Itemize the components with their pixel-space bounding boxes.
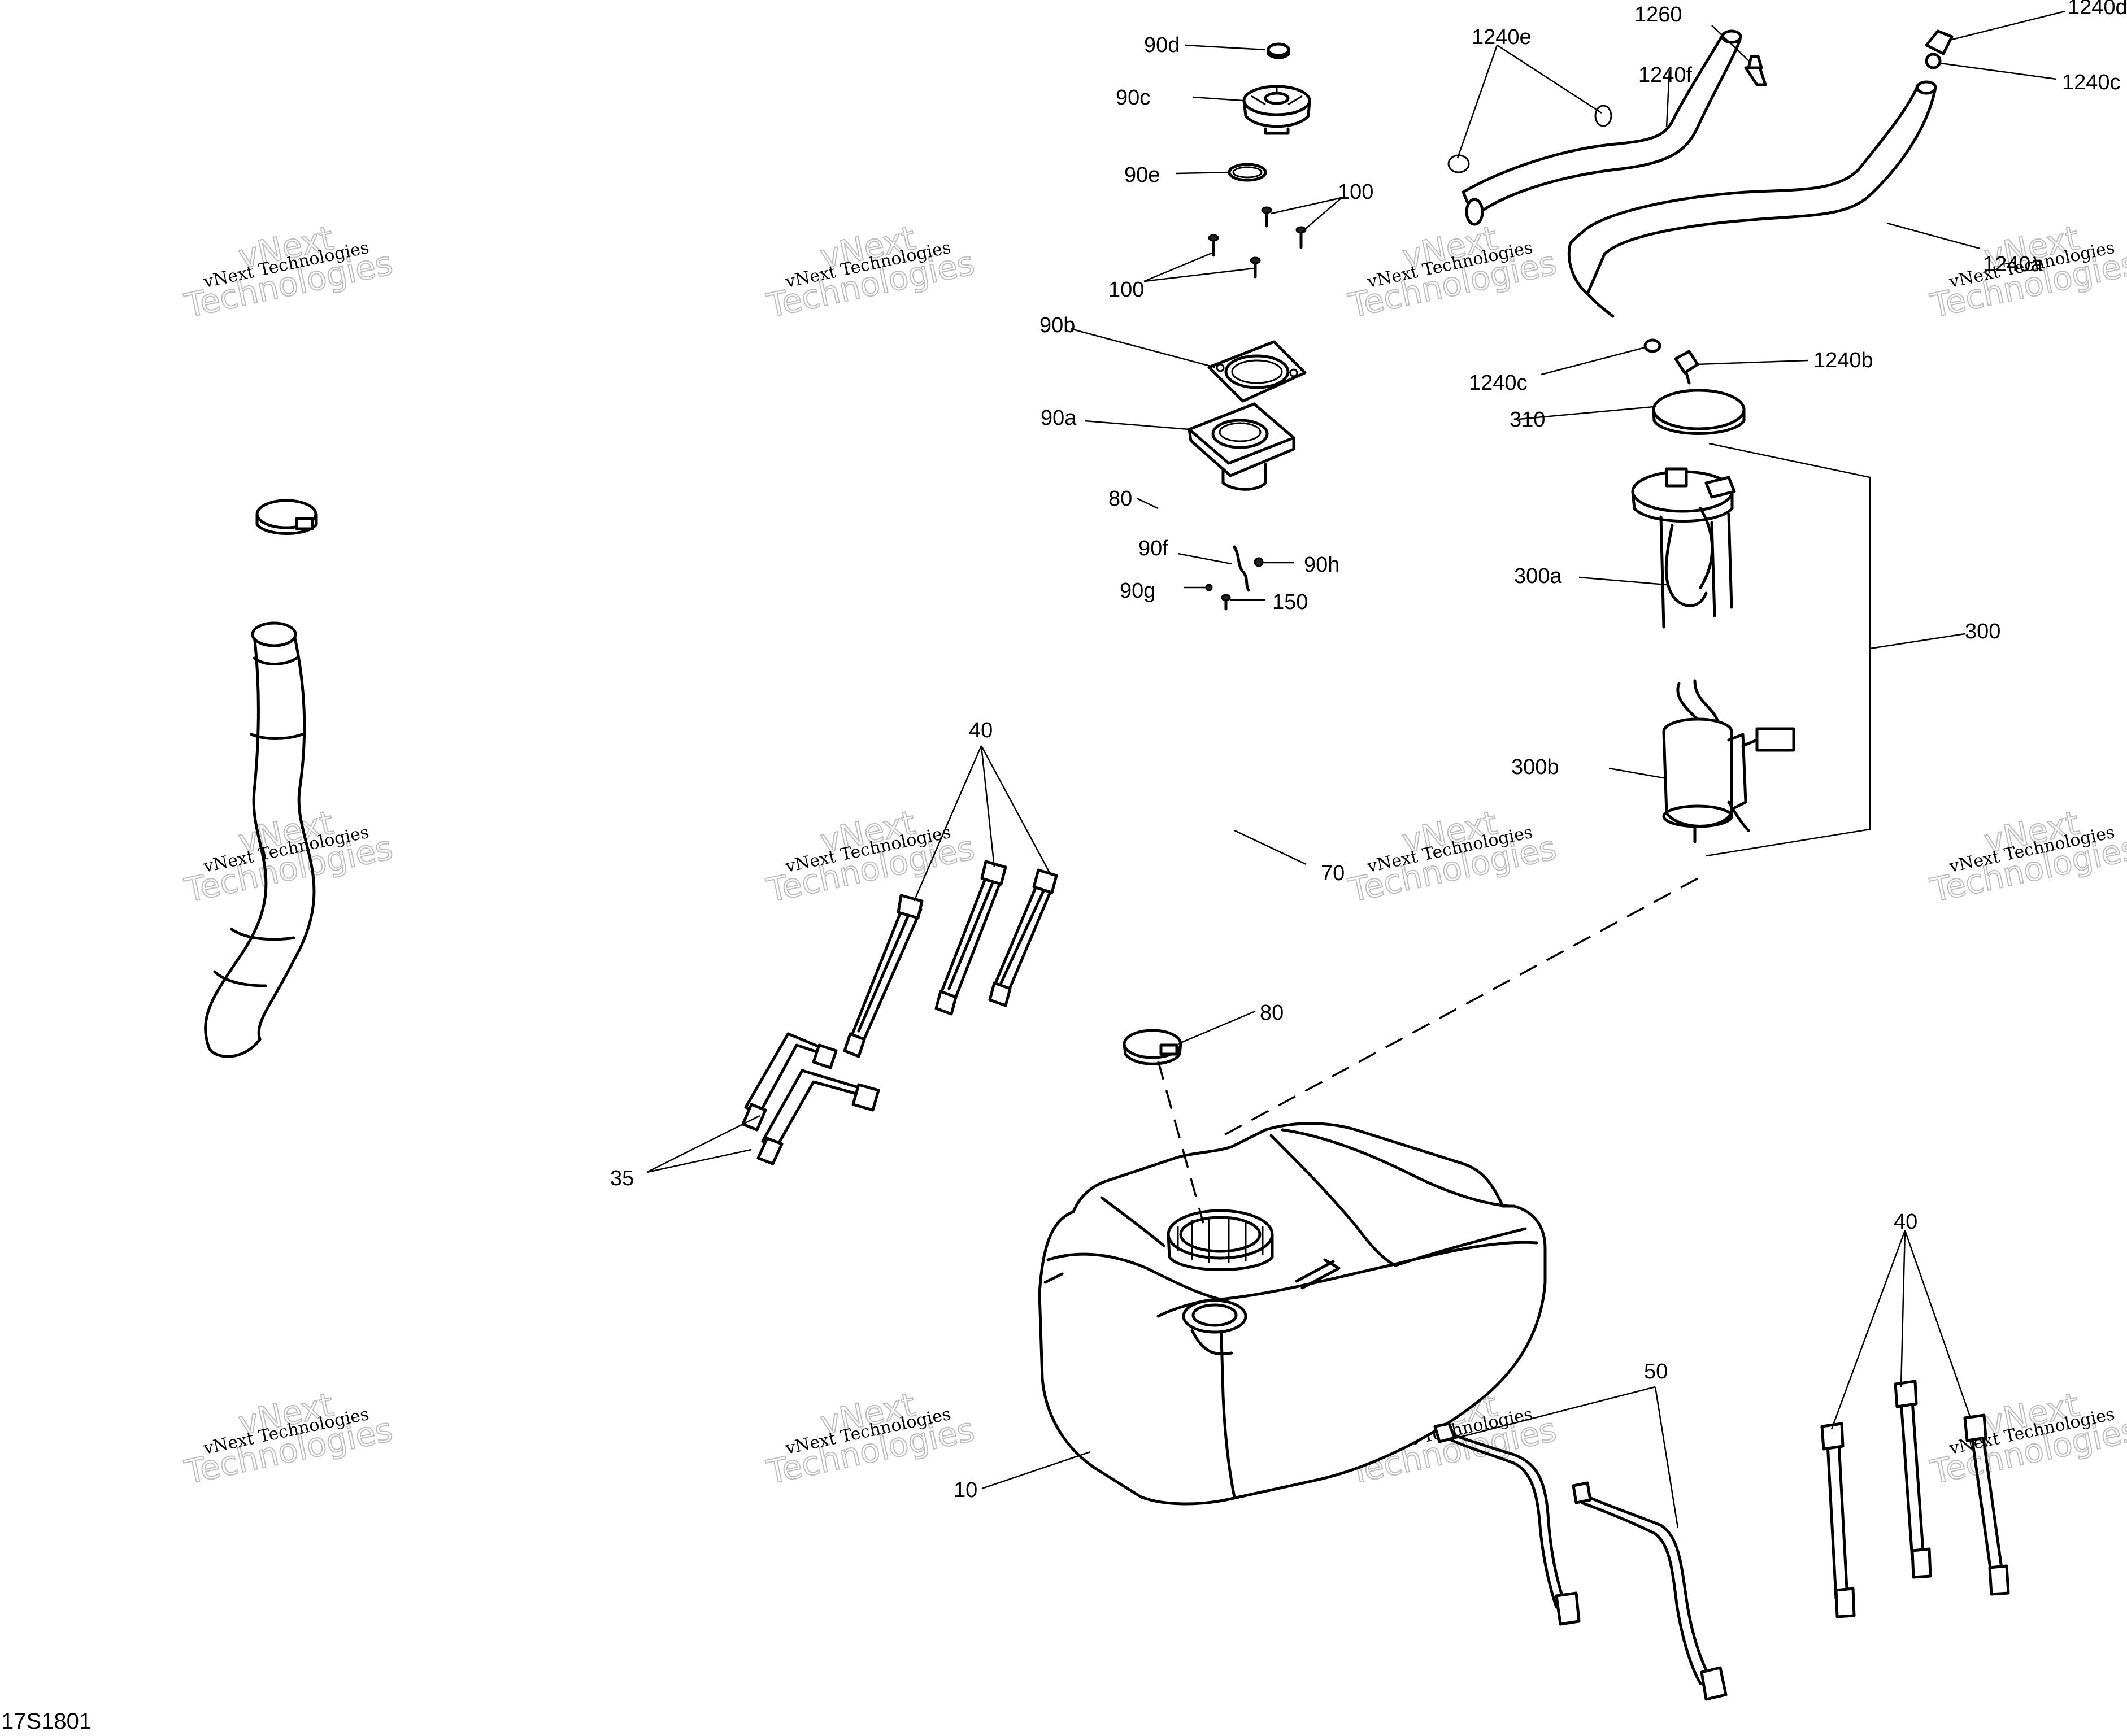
callout-1240c: 1240c <box>1469 371 1528 395</box>
callout-90d: 90d <box>1144 33 1180 57</box>
callout-90b: 90b <box>1039 314 1075 337</box>
pump-bracket-lines <box>1157 442 1871 1224</box>
callout-90e: 90e <box>1124 163 1160 187</box>
callout-labels: 90d 90c 90e 100 100 90b 90a 80 90f 90h 9… <box>610 0 2127 1502</box>
callout-310: 310 <box>1510 408 1545 432</box>
cap-seal-90e <box>1228 163 1267 182</box>
callout-1240c-top: 1240c <box>2062 71 2121 94</box>
filler-neck-90a <box>1188 402 1295 491</box>
callout-1260: 1260 <box>1634 3 1682 27</box>
filler-hose <box>204 621 316 1058</box>
callout-1240d: 1240d <box>2068 0 2127 19</box>
elbow-fitting-1240d <box>1925 29 1954 69</box>
vent-hose-1240f <box>1462 29 1742 226</box>
fuel-pump-module-300b <box>1662 679 1795 843</box>
fuel-tank <box>1038 1122 1547 1506</box>
tank-straps-50 <box>1433 1422 1728 1701</box>
callout-70: 70 <box>1321 862 1345 885</box>
screws-100 <box>1208 206 1307 279</box>
callout-1240b: 1240b <box>1813 349 1873 372</box>
callout-90h: 90h <box>1304 553 1339 577</box>
callout-90a: 90a <box>1041 406 1077 430</box>
check-valve-1240b <box>1674 350 1699 385</box>
callout-300a: 300a <box>1514 564 1562 588</box>
callout-1240e: 1240e <box>1472 25 1532 49</box>
diagram-code: 17S1801 <box>1 1709 92 1734</box>
callout-100-upper: 100 <box>1338 180 1373 204</box>
callout-90f: 90f <box>1138 537 1168 560</box>
fuel-pump-flange-300a <box>1631 467 1736 629</box>
gasket-90b <box>1207 340 1307 403</box>
callout-150: 150 <box>1272 590 1308 614</box>
fuel-cap-90c <box>1242 85 1311 135</box>
leader-lines <box>646 10 2065 1529</box>
callout-40-lower: 40 <box>1894 1210 1917 1234</box>
callout-35: 35 <box>610 1167 634 1190</box>
clamp-1240c <box>1643 338 1661 353</box>
small-hardware-90f-90h-150 <box>1205 545 1264 611</box>
callout-100-lower: 100 <box>1108 278 1144 302</box>
callout-1240a: 1240a <box>1983 253 2043 276</box>
callout-10: 10 <box>954 1478 977 1502</box>
tank-brackets-35 <box>741 1032 880 1165</box>
callout-50: 50 <box>1644 1360 1668 1383</box>
seal-ring-310 <box>1652 389 1746 435</box>
callout-80-lower: 80 <box>1260 1001 1284 1025</box>
callout-40-upper: 40 <box>969 719 993 742</box>
callout-90c: 90c <box>1116 86 1150 110</box>
callout-90g: 90g <box>1120 579 1155 603</box>
tank-straps-40-lower <box>1820 1380 2010 1618</box>
callout-300: 300 <box>1965 620 2000 643</box>
callout-300b: 300b <box>1511 755 1559 779</box>
fuel-cap-90d <box>1267 42 1290 59</box>
hose-clamp-lower <box>1123 1029 1182 1065</box>
callout-80-upper: 80 <box>1108 487 1132 511</box>
vent-hose-1240a <box>1567 80 1937 318</box>
hose-clamp-upper <box>255 499 318 535</box>
callout-1240f: 1240f <box>1638 63 1693 87</box>
tank-straps-40-upper <box>843 860 1058 1058</box>
